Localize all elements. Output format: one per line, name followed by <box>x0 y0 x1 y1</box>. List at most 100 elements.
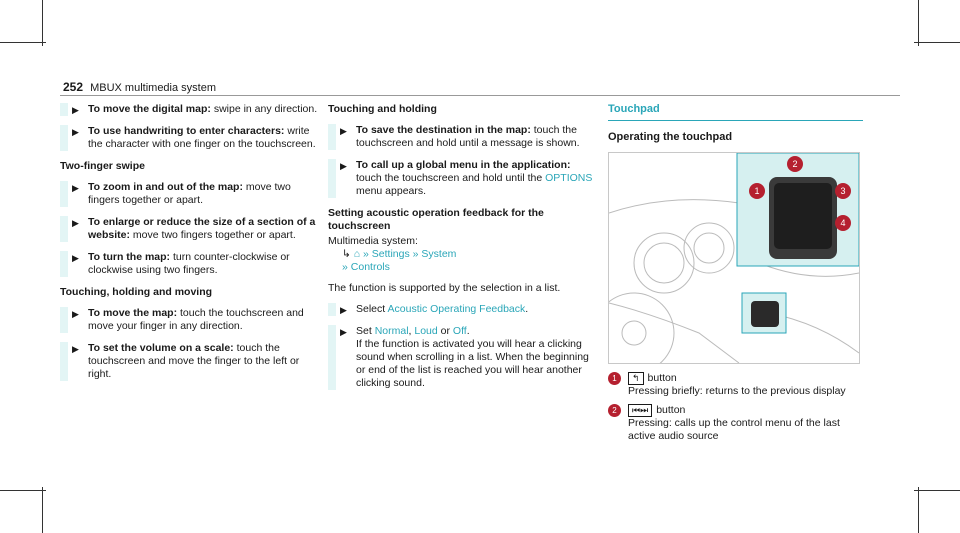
legend-description: Pressing briefly: returns to the previou… <box>628 385 846 397</box>
arrow-icon: ▶ <box>72 309 79 319</box>
instruction-text: touch the touchscreen and hold until a m… <box>356 124 580 149</box>
path-controls[interactable]: Controls <box>350 261 390 273</box>
section-rule <box>608 120 863 121</box>
arrow-icon: ▶ <box>72 127 79 137</box>
instruction-bar <box>60 125 68 151</box>
back-arrow-icon: ↰ <box>628 372 644 385</box>
instruction-bar <box>328 303 336 316</box>
subheading: Touching and holding <box>328 103 437 115</box>
page-title: MBUX multimedia system <box>90 82 217 94</box>
instruction-text: touch the touchscreen and hold until the <box>356 172 546 184</box>
column-2: Touching and holding ▶ To save the destin… <box>328 103 593 399</box>
path-system[interactable]: System <box>421 248 457 260</box>
list-item: ▶To call up a global menu in the applica… <box>328 159 593 198</box>
arrow-icon: ▶ <box>72 183 79 193</box>
column-1: ▶To move the digital map: swipe in any d… <box>60 103 325 390</box>
arrow-icon: ▶ <box>340 126 347 136</box>
list-item: ▶ Set Normal, Loud or Off. If the functi… <box>328 325 593 390</box>
legend-description: Pressing: calls up the control menu of t… <box>628 417 840 442</box>
chevron-icon: » <box>342 261 348 273</box>
instruction-bar <box>60 307 68 333</box>
instruction-bar <box>60 342 68 381</box>
instruction-title: To use handwriting to enter characters: <box>88 125 285 137</box>
crop-mark <box>914 490 960 491</box>
return-arrow-icon: ↳ <box>342 248 351 260</box>
list-item: ▶ Select Acoustic Operating Feedback. <box>328 303 593 316</box>
instruction-bar <box>60 181 68 207</box>
arrow-icon: ▶ <box>72 218 79 228</box>
touchpad-illustration <box>593 152 860 374</box>
crop-mark <box>914 42 960 43</box>
note-text: The function is supported by the selecti… <box>328 282 561 294</box>
callout-marker: 1 <box>608 372 621 385</box>
callout-marker: 2 <box>787 156 803 172</box>
chevron-icon: » <box>363 248 369 260</box>
list-item: ▶To move the map: touch the touchscreen … <box>60 307 325 333</box>
crop-mark <box>0 42 46 43</box>
text: , <box>408 325 415 337</box>
arrow-icon: ▶ <box>340 327 347 337</box>
text: Select <box>356 303 388 315</box>
instruction-title: To set the volume on a scale: <box>88 342 234 354</box>
list-item: ▶ To enlarge or reduce the size of a sect… <box>60 216 325 242</box>
option-normal[interactable]: Normal <box>374 325 409 337</box>
subheading: Setting acoustic operation feedback for … <box>328 207 544 232</box>
option-off[interactable]: Off <box>452 325 467 337</box>
text: Set <box>356 325 375 337</box>
section-title: Touchpad <box>608 103 660 115</box>
arrow-icon: ▶ <box>72 253 79 263</box>
subheading: Two-finger swipe <box>60 160 145 172</box>
text: . <box>466 325 470 337</box>
instruction-title: To zoom in and out of the map: <box>88 181 243 193</box>
menu-path: ↳ ⌂ » Settings » System <box>328 248 593 261</box>
option-acoustic-feedback[interactable]: Acoustic Operating Feedback <box>387 303 526 315</box>
subheading: Operating the touchpad <box>608 131 733 143</box>
instruction-text: write the character with one finger on t… <box>88 125 316 150</box>
instruction-text: menu appears. <box>356 185 427 197</box>
legend-label: button <box>656 404 686 416</box>
menu-path-2: » Controls <box>328 261 593 274</box>
arrow-icon: ▶ <box>340 305 347 315</box>
crop-mark <box>0 490 46 491</box>
header-rule <box>60 95 900 96</box>
list-item: ▶To zoom in and out of the map: move two… <box>60 181 325 207</box>
crop-mark <box>42 0 43 46</box>
system-label: Multimedia system: <box>328 235 418 247</box>
text: . <box>525 303 529 315</box>
list-item: ▶ To save the destination in the map: tou… <box>328 124 593 150</box>
skip-icon: ⏮⏭ <box>628 404 653 417</box>
page-header: 252 MBUX multimedia system <box>63 80 216 94</box>
instruction-bar <box>60 216 68 242</box>
instruction-title: To enlarge or reduce the size of a secti… <box>88 216 316 241</box>
instruction-bar <box>60 251 68 277</box>
callout-marker: 4 <box>835 215 851 231</box>
instruction-title: To move the map: <box>88 307 178 319</box>
path-settings[interactable]: Settings <box>371 248 410 260</box>
crop-mark <box>918 487 919 533</box>
home-icon: ⌂ <box>353 248 361 260</box>
arrow-icon: ▶ <box>72 344 79 354</box>
set-description: If the function is activated you will he… <box>356 338 589 389</box>
list-item: ▶ To turn the map: turn counter-clockwise… <box>60 251 325 277</box>
instruction-bar <box>328 325 336 390</box>
instruction-title: To turn the map: <box>88 251 171 263</box>
instruction-text: touch the touchscreen and move the finge… <box>88 342 300 380</box>
menu-options[interactable]: OPTIONS <box>545 172 593 184</box>
list-item: ▶ To set the volume on a scale: touch the… <box>60 342 325 381</box>
instruction-title: To move the digital map: <box>88 103 211 115</box>
list-item: ▶ To use handwriting to enter characters:… <box>60 125 325 151</box>
instruction-bar <box>328 124 336 150</box>
arrow-icon: ▶ <box>340 161 347 171</box>
instruction-text: turn counter-clockwise or clockwise usin… <box>88 251 290 276</box>
instruction-bar <box>328 159 336 198</box>
instruction-title: To save the destination in the map: <box>356 124 531 136</box>
crop-mark <box>918 0 919 46</box>
subheading: Touching, holding and moving <box>60 286 213 298</box>
arrow-icon: ▶ <box>72 105 79 115</box>
text: or <box>437 325 453 337</box>
callout-marker: 1 <box>749 183 765 199</box>
option-loud[interactable]: Loud <box>414 325 438 337</box>
